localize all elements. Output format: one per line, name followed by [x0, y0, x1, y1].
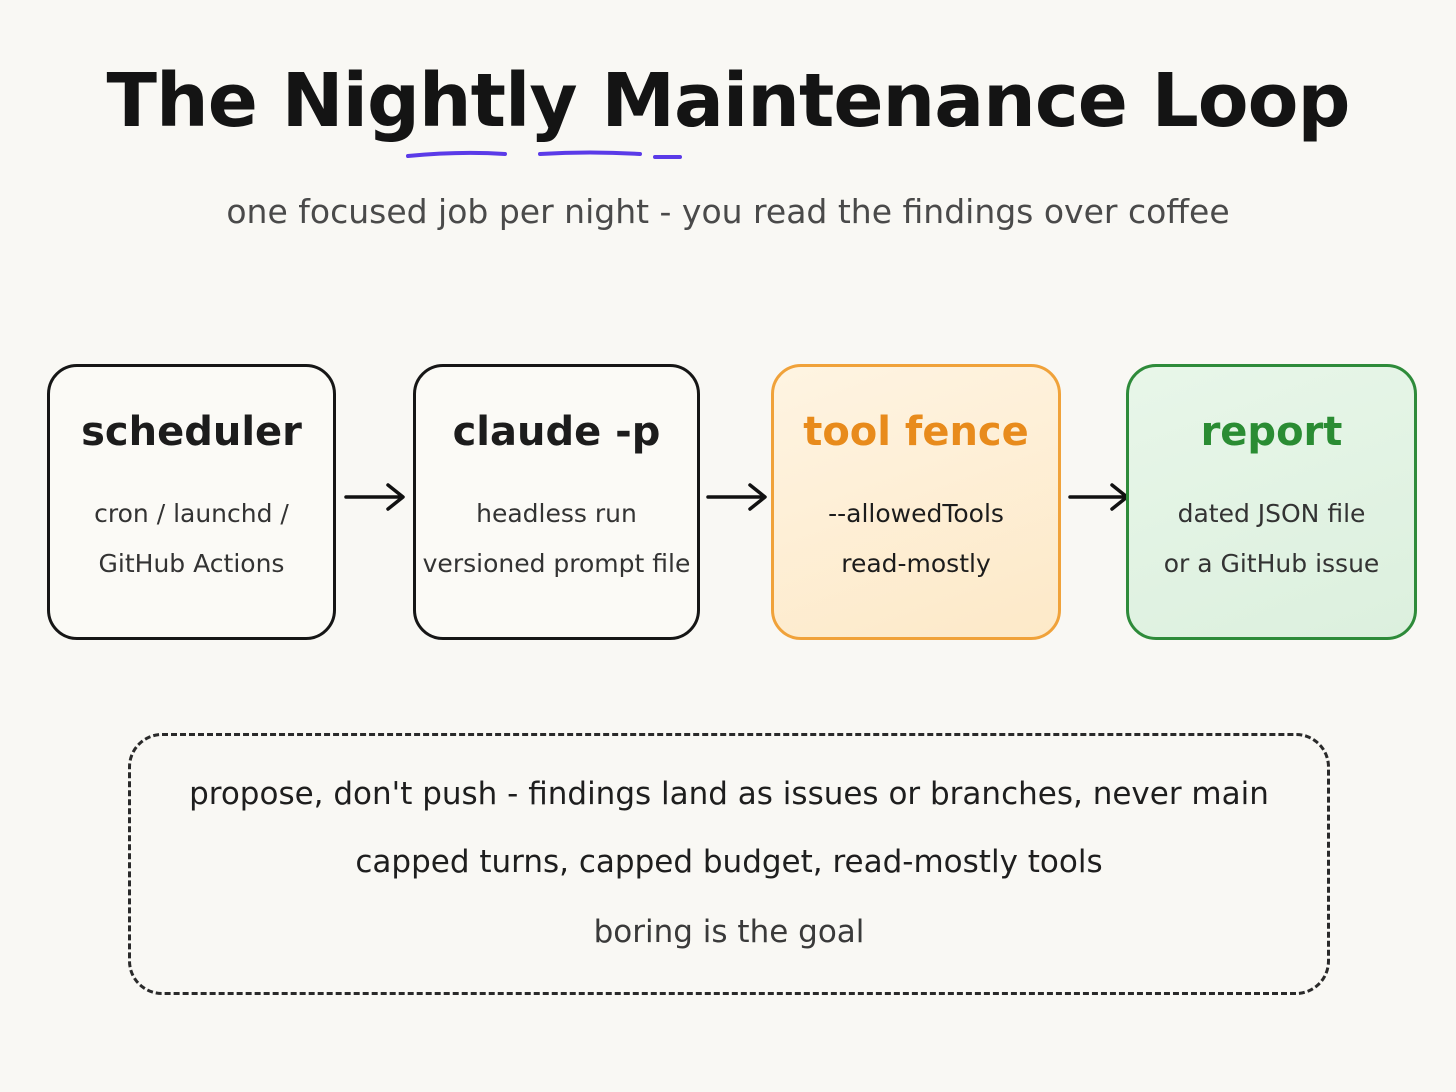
step-detail: read-mostly [841, 549, 991, 578]
step-detail: GitHub Actions [98, 549, 285, 578]
principle-line: propose, don't push - findings land as i… [189, 776, 1269, 812]
step-claude-p: claude -p headless run versioned prompt … [413, 364, 700, 640]
step-detail: versioned prompt file [422, 549, 691, 578]
step-title: claude -p [452, 409, 661, 455]
arrow-right-icon [706, 483, 767, 511]
step-detail: --allowedTools [828, 499, 1004, 528]
step-detail: headless run [476, 499, 637, 528]
diagram-title: The Nightly Maintenance Loop [106, 58, 1351, 144]
step-report: report dated JSON file or a GitHub issue [1126, 364, 1417, 640]
principles-panel: propose, don't push - findings land as i… [128, 733, 1330, 995]
principle-line: boring is the goal [593, 914, 865, 950]
step-title: report [1200, 409, 1343, 455]
title-underline [406, 150, 682, 159]
step-detail: dated JSON file [1177, 499, 1366, 528]
step-detail: or a GitHub issue [1163, 549, 1380, 578]
step-title: tool fence [803, 409, 1029, 455]
step-title: scheduler [81, 409, 302, 455]
principle-line: capped turns, capped budget, read-mostly… [355, 844, 1103, 880]
arrow-right-icon [1068, 483, 1129, 511]
step-detail: cron / launchd / [94, 499, 289, 528]
step-tool-fence: tool fence --allowedTools read-mostly [771, 364, 1061, 640]
arrow-right-icon [344, 483, 405, 511]
diagram-subtitle: one focused job per night - you read the… [226, 192, 1230, 231]
step-scheduler: scheduler cron / launchd / GitHub Action… [47, 364, 336, 640]
